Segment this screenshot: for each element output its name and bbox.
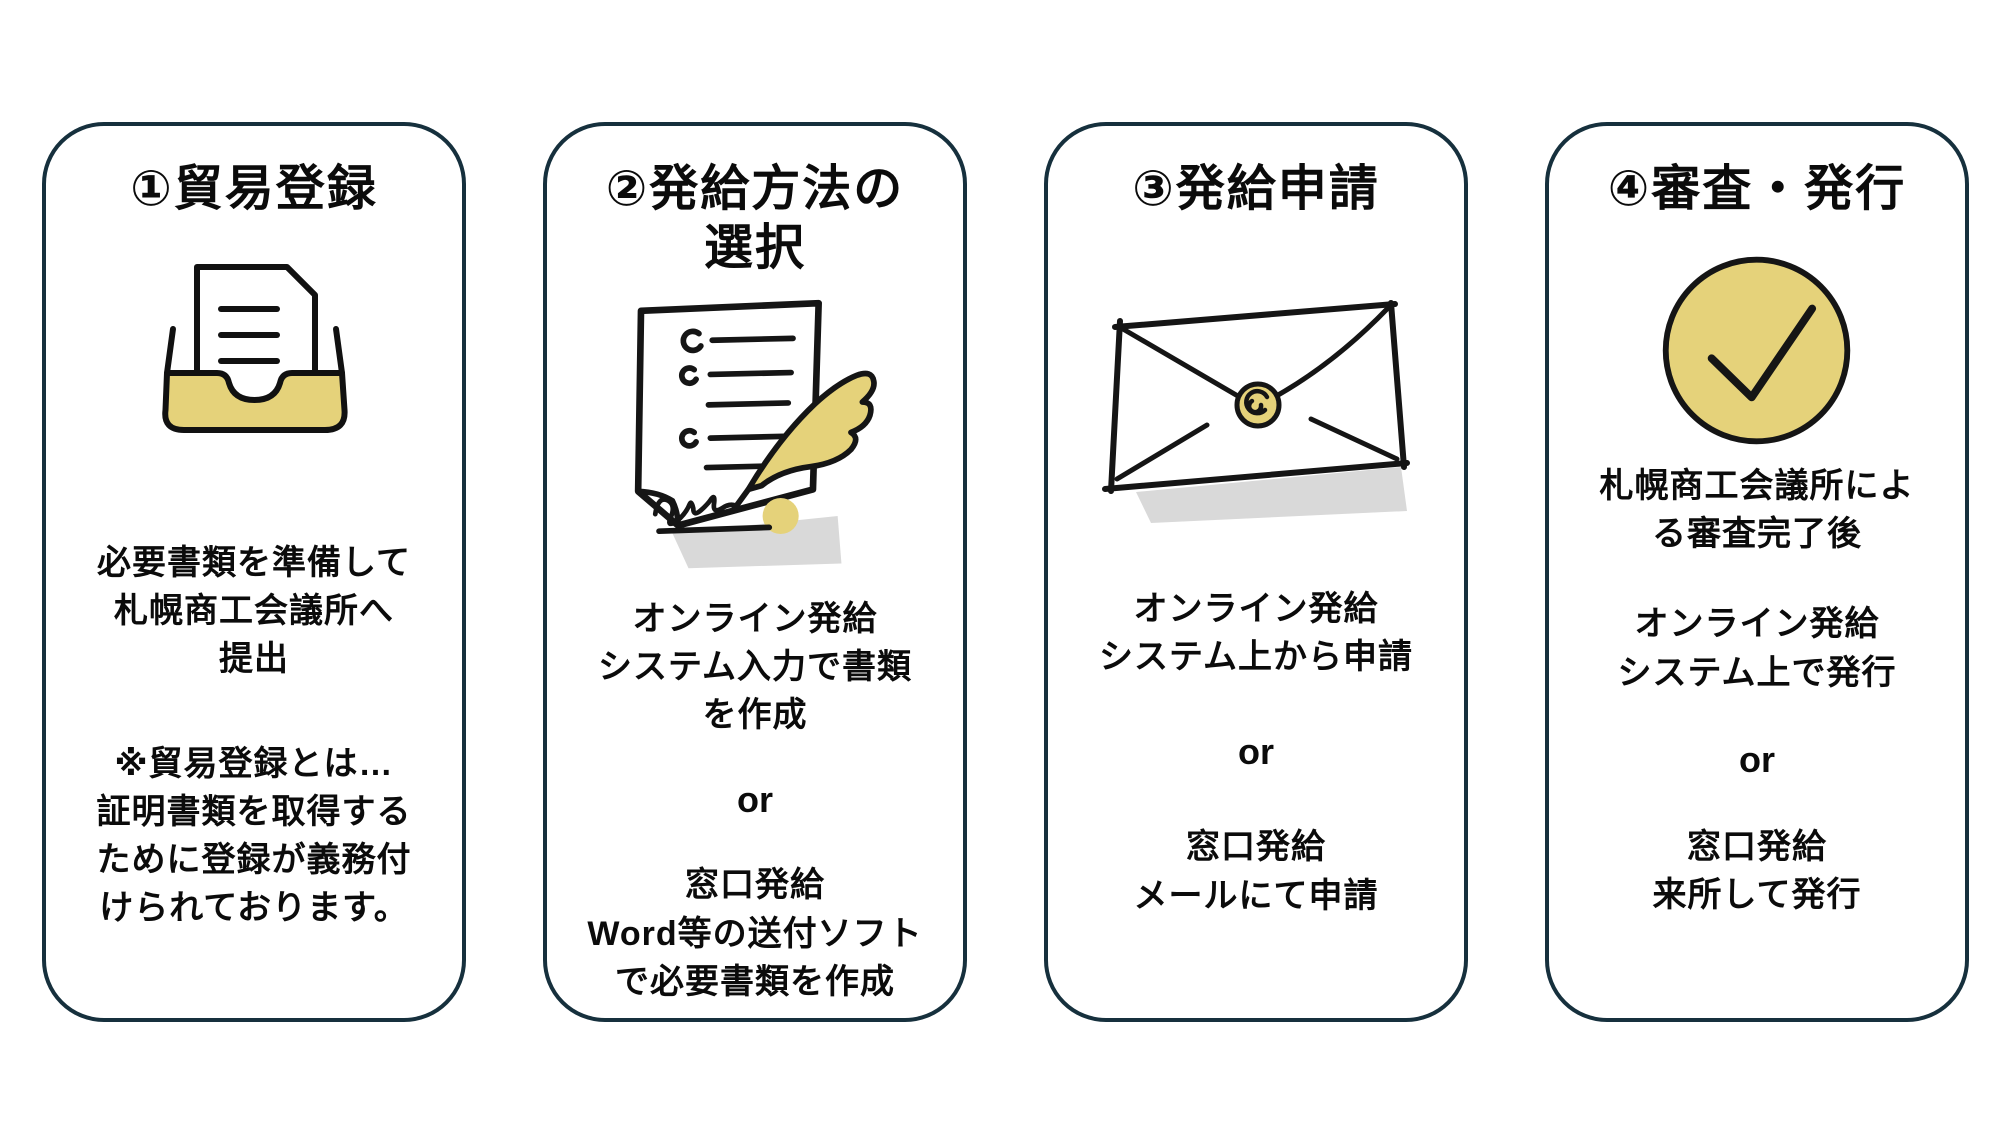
steps-row: ①貿易登録 必要書類を準備して 札幌商工会議所へ 提出 ※貿易 [42,122,1969,1022]
or-separator: or [737,779,773,821]
text-line: 窓口発給 [685,866,825,905]
step3-option-counter: 窓口発給 メールにて申請 [1134,823,1379,920]
step1-note: ※貿易登録とは… 証明書類を取得する ために登録が義務付 けられております。 [97,740,412,933]
sealed-envelope-icon [1102,299,1410,523]
text-line: けられております。 [99,889,409,928]
title-line: ①貿易登録 [130,162,378,216]
or-separator: or [1739,738,1775,780]
step4-precondition: 札幌商工会議所によ る審査完了後 [1600,462,1915,559]
text-line: 証明書類を取得する [96,792,412,831]
title-line: 選択 [703,220,806,275]
title-line: ②発給方法の [605,162,905,216]
text-line: ために登録が義務付 [96,841,412,880]
step4-title: ④審査・発行 [1608,160,1907,219]
step2-option-counter: 窓口発給 Word等の送付ソフト で必要書類を作成 [587,861,922,1006]
step2-option-online: オンライン発給 システム入力で書類 を作成 [598,595,912,740]
text-line: システム上で発行 [1617,653,1897,692]
step3-title: ③発給申請 [1132,160,1380,219]
inbox-document-icon [161,263,348,433]
check-circle-icon [1655,249,1860,454]
or-separator: or [1238,731,1274,773]
sealed-envelope-icon [1091,277,1421,527]
text-line: メールにて申請 [1133,876,1379,915]
step1-instruction: 必要書類を準備して 札幌商工会議所へ 提出 [97,539,411,684]
step-card-review-issue: ④審査・発行 札幌商工会議所によ る審査完了後 オンライン発給 システム上で発行… [1545,122,1969,1022]
step2-title: ②発給方法の 選択 [606,160,905,278]
text-line: 札幌商工会議所へ [113,592,394,631]
text-line: 窓口発給 [1186,828,1326,867]
text-line: Word等の送付ソフト [587,914,923,953]
text-line: 札幌商工会議所によ [1599,466,1915,505]
step-card-issuance-method-selection: ②発給方法の 選択 [543,122,967,1022]
check-circle-icon [1662,256,1850,445]
text-line: 来所して発行 [1652,876,1862,915]
step-card-trade-registration: ①貿易登録 必要書類を準備して 札幌商工会議所へ 提出 ※貿易 [42,122,466,1022]
document-quill-icon [595,288,915,573]
title-line: ④審査・発行 [1607,162,1907,216]
text-line: システム入力で書類 [598,647,912,686]
text-line: を作成 [702,696,808,735]
text-line: ※貿易登録とは… [114,744,394,783]
text-line: 必要書類を準備して [97,543,411,582]
step1-title: ①貿易登録 [130,160,378,219]
step3-option-online: オンライン発給 システム上から申請 [1099,585,1413,682]
text-line: システム上から申請 [1099,638,1413,677]
title-line: ③発給申請 [1132,162,1380,216]
text-line: 提出 [218,640,289,679]
document-quill-icon [634,299,877,568]
text-line: オンライン発給 [1634,605,1880,644]
step-card-issuance-application: ③発給申請 オンライン発給 [1044,122,1468,1022]
step4-option-counter: 窓口発給 来所して発行 [1653,823,1862,920]
text-line: オンライン発給 [632,599,878,638]
step4-option-online: オンライン発給 システム上で発行 [1618,600,1897,697]
text-line: オンライン発給 [1133,589,1379,628]
text-line: 窓口発給 [1686,827,1827,866]
text-line: る審査完了後 [1652,515,1862,554]
inbox-document-icon [137,261,372,491]
text-line: で必要書類を作成 [615,962,895,1001]
